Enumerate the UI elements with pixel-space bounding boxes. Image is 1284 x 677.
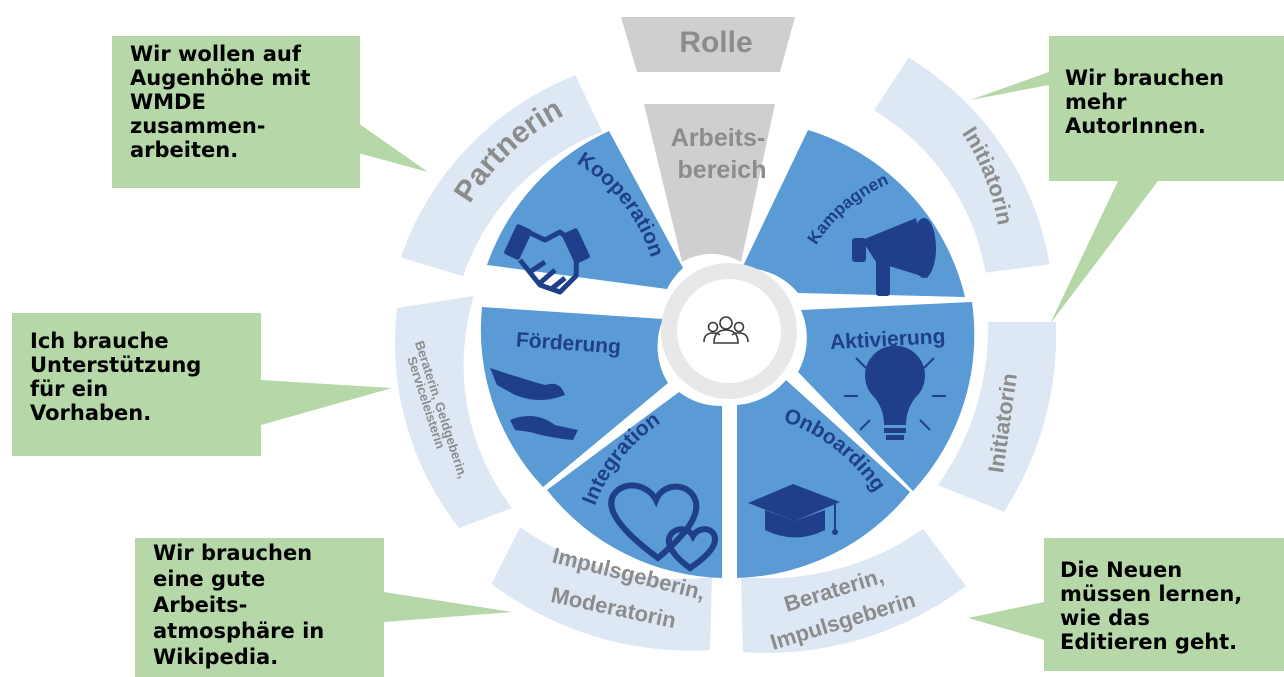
hearts-icon (608, 482, 718, 572)
callout-pointer-partner (358, 123, 428, 172)
inner-segment-arbeitsbereich (644, 104, 775, 262)
outer-segment-initiatorin-top (874, 57, 1050, 273)
callout-pointer-unterstuetzung (261, 380, 392, 425)
label-arbeitsbereich-line2: bereich (678, 156, 767, 184)
outer-segment-beraterin-impulsgeberin (741, 529, 966, 653)
callout-atmosphaere: Wir brauchen eine gute Arbeits- atmosphä… (135, 538, 384, 677)
label-rolle: Rolle (679, 26, 752, 59)
callout-pointer-atmosphaere (384, 592, 512, 622)
inner-segment-kooperation (487, 131, 683, 289)
label-arbeitsbereich-line1: Arbeits- (671, 124, 765, 152)
callout-pointer-autoren-down (1050, 181, 1158, 324)
megaphone-icon (852, 218, 936, 296)
callout-partner: Wir wollen auf Augenhöhe mit WMDE zusamm… (112, 36, 360, 188)
callout-pointer-neue (968, 602, 1044, 640)
giving-hands-icon (490, 368, 578, 440)
callout-autoren: Wir brauchen mehr AutorInnen. (1049, 36, 1284, 181)
callout-pointer-autoren (970, 72, 1049, 100)
lightbulb-icon (844, 344, 946, 440)
outer-segment-beraterin-geldgeberin (394, 296, 512, 528)
inner-segment-foerderung (480, 307, 668, 487)
callout-unterstuetzung: Ich brauche Unterstützung für ein Vorhab… (12, 313, 261, 456)
outer-segment-partnerin (400, 75, 603, 277)
outer-segment-impulsgeberin-moderatorin (491, 527, 712, 651)
callout-neue: Die Neuen müssen lernen, wie das Editier… (1044, 538, 1284, 671)
outer-segment-initiatorin-right (938, 322, 1057, 512)
outer-segment-rolle (621, 17, 795, 72)
handshake-icon (504, 224, 590, 295)
graduation-cap-icon (748, 484, 840, 538)
group-people-icon (703, 316, 749, 344)
